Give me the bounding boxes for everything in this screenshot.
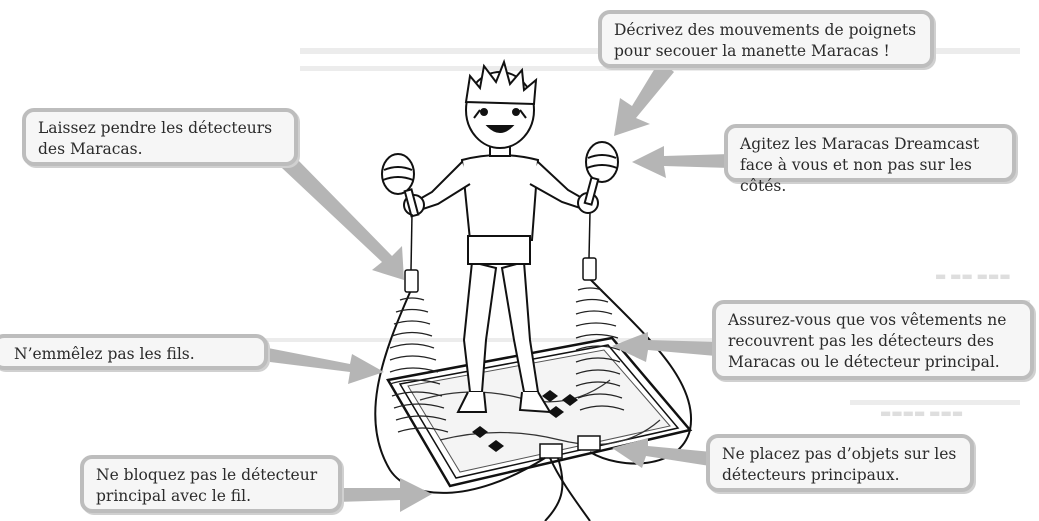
main-detector-left	[539, 443, 563, 459]
background-bleed-text-1: ▬ ▬▬ ▬▬▬	[935, 269, 1011, 283]
arrow-objects	[612, 438, 712, 468]
arrow-block	[336, 478, 432, 512]
arrow-clothes	[612, 332, 718, 362]
mat-diamonds	[472, 390, 578, 452]
arrow-wrist	[614, 60, 674, 136]
maracas-cords	[410, 211, 591, 271]
main-detector-right	[577, 435, 601, 451]
player-character	[403, 58, 599, 414]
cables	[374, 277, 693, 521]
callout-clothing-warning: Assurez-vous que vos vêtements ne recouv…	[712, 300, 1034, 380]
maracas-sensors	[404, 257, 597, 293]
callout-do-not-tangle: N’emmêlez pas les fils.	[0, 334, 268, 370]
callout-arrows	[268, 60, 730, 512]
callout-shake-facing-you: Agitez les Maracas Dreamcast face à vous…	[724, 124, 1016, 195]
callout-no-objects-on-detectors: Ne placez pas d’objets sur les détecteur…	[706, 434, 974, 492]
background-bleed-text-2: ▬▬▬▬ ▬▬▬	[880, 406, 964, 420]
arrow-tangle	[268, 348, 384, 384]
left-sensor-waves	[389, 297, 449, 433]
right-sensor-waves	[575, 287, 625, 411]
callout-do-not-block-detector: Ne bloquez pas le détecteur principal av…	[80, 455, 342, 513]
arrow-hang	[282, 158, 404, 280]
callout-let-detectors-hang: Laissez pendre les détecteurs des Maraca…	[22, 108, 298, 166]
callout-wrist-motion: Décrivez des mouvements de poignets pour…	[598, 10, 934, 68]
arrow-face	[632, 146, 730, 178]
maracas	[381, 141, 619, 218]
